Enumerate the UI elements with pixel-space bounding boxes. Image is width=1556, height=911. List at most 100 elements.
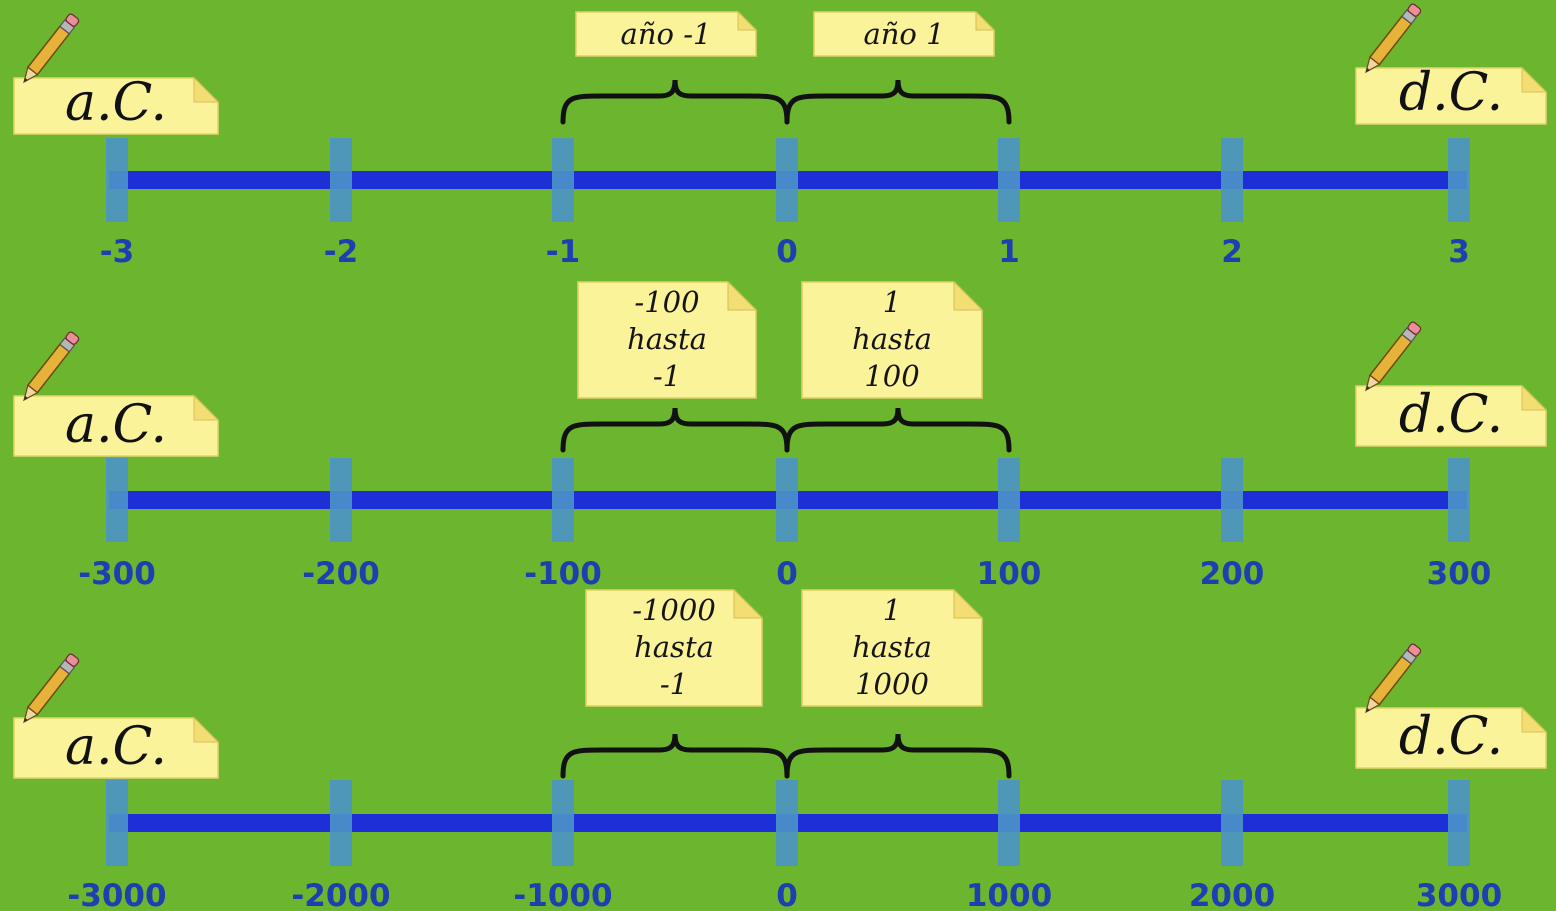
pencil-icon (1365, 321, 1422, 392)
axis-tick (330, 138, 352, 222)
era-note (13, 77, 219, 135)
note-fold (193, 394, 220, 421)
era-label-ad: d.C. (1355, 706, 1548, 769)
tick-label: -200 (302, 556, 380, 592)
tick-label: 300 (1427, 556, 1492, 592)
axis-tick (1448, 780, 1470, 866)
axis-tick (776, 780, 798, 866)
tick-label: -2 (324, 234, 358, 270)
note-fold (193, 76, 220, 103)
note-line: 100 (864, 359, 919, 393)
tick-label: -3000 (67, 878, 166, 911)
era-text-bc: a.C. (65, 73, 167, 133)
note-line: 1000 (855, 667, 929, 701)
era-note (1355, 385, 1547, 447)
axis-tick (106, 780, 128, 866)
axis-tick (998, 138, 1020, 222)
note-fold (727, 280, 758, 311)
era-note (1355, 707, 1547, 769)
note-fold (1521, 66, 1548, 93)
tick-label: 3 (1448, 234, 1470, 270)
note-line: año 1 (863, 17, 944, 51)
tick-label: 1000 (966, 878, 1052, 911)
note-line: hasta (852, 630, 932, 664)
note-line: 1 (883, 593, 901, 627)
brace-after-zero (784, 733, 1012, 779)
sticky-note (801, 589, 983, 707)
axis-tick (998, 780, 1020, 866)
tick-label: 0 (776, 556, 798, 592)
note-fold (733, 588, 764, 619)
brace-before-zero (560, 79, 790, 125)
tick-label: 2000 (1189, 878, 1275, 911)
tick-label: -100 (524, 556, 602, 592)
tick-label: -2000 (291, 878, 390, 911)
tick-label: -1000 (513, 878, 612, 911)
era-note (1355, 67, 1547, 125)
note-before-zero: año -1 (575, 10, 758, 57)
note-fold (1521, 706, 1548, 733)
note-after-zero: año 1 (813, 10, 996, 57)
tick-label: 0 (776, 234, 798, 270)
axis-tick (552, 458, 574, 542)
axis-tick (330, 780, 352, 866)
note-line: -100 (634, 285, 699, 319)
note-fold (1521, 384, 1548, 411)
axis-tick (776, 138, 798, 222)
brace-before-zero (560, 407, 790, 453)
brace-after-zero (784, 407, 1012, 453)
note-fold (193, 716, 220, 743)
note-fold (737, 10, 758, 31)
pencil-icon (23, 331, 80, 402)
axis-tick (1221, 780, 1243, 866)
tick-label: 3000 (1416, 878, 1502, 911)
axis-tick (552, 138, 574, 222)
era-text-bc: a.C. (65, 717, 167, 777)
tick-label: 0 (776, 878, 798, 911)
era-text-bc: a.C. (65, 395, 167, 455)
tick-label: -3 (100, 234, 134, 270)
tick-label: -1 (546, 234, 580, 270)
era-label-bc: a.C. (13, 394, 220, 457)
sticky-note (801, 281, 983, 399)
note-line: 1 (883, 285, 901, 319)
tick-label: 100 (977, 556, 1042, 592)
note-fold (953, 280, 984, 311)
sticky-note (575, 11, 757, 57)
brace-after-zero (784, 79, 1012, 125)
note-fold (975, 10, 996, 31)
note-line: año -1 (621, 17, 712, 51)
axis-tick (1221, 458, 1243, 542)
axis-tick (776, 458, 798, 542)
pencil-icon (23, 653, 80, 724)
brace-before-zero (560, 733, 790, 779)
pencil-icon (23, 13, 80, 84)
note-line: -1 (660, 667, 688, 701)
era-label-ad: d.C. (1355, 63, 1548, 125)
sticky-note (585, 589, 763, 707)
note-line: -1000 (632, 593, 716, 627)
axis-tick (330, 458, 352, 542)
axis-tick (1448, 138, 1470, 222)
sticky-note (813, 11, 995, 57)
axis-tick (998, 458, 1020, 542)
era-note (13, 717, 219, 779)
note-line: hasta (852, 322, 932, 356)
era-label-ad: d.C. (1355, 384, 1548, 447)
axis-tick (106, 458, 128, 542)
pencil-icon (1365, 3, 1422, 74)
era-text-ad: d.C. (1399, 707, 1503, 767)
axis-tick (1221, 138, 1243, 222)
era-note (13, 395, 219, 457)
tick-label: -300 (78, 556, 156, 592)
note-line: hasta (627, 322, 707, 356)
note-fold (953, 588, 984, 619)
tick-label: 2 (1221, 234, 1243, 270)
